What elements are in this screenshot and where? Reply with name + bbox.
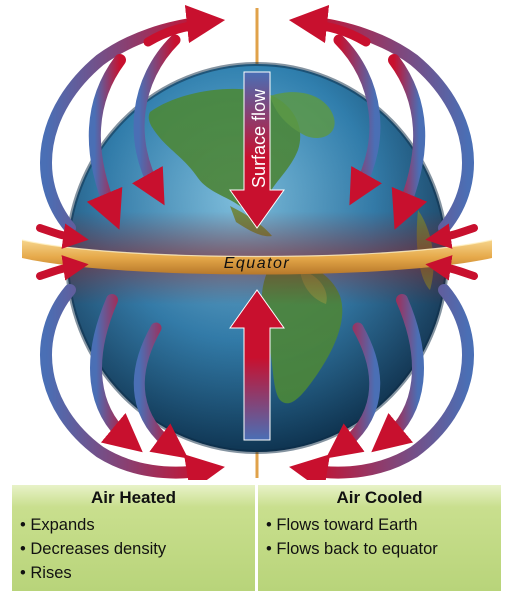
surface-flow-arrow-down bbox=[229, 71, 285, 229]
convection-cells-right bbox=[288, 4, 478, 480]
air-cooled-title: Air Cooled bbox=[336, 488, 423, 507]
rising-air-arrow-up bbox=[229, 289, 285, 441]
air-cooled-panel: Air Cooled Flows toward Earth Flows back… bbox=[258, 485, 501, 591]
surface-flow-label: Surface flow bbox=[249, 88, 269, 188]
convection-cells-left bbox=[36, 4, 226, 480]
air-heated-panel: Air Heated Expands Decreases density Ris… bbox=[12, 485, 255, 591]
list-item: Flows toward Earth bbox=[266, 513, 438, 537]
globe-figure: Equator Surface flow bbox=[21, 4, 493, 480]
air-heated-title: Air Heated bbox=[90, 488, 177, 507]
list-item: Flows back to equator bbox=[266, 537, 437, 561]
equator-label: Equator bbox=[224, 255, 291, 272]
list-item: Decreases density bbox=[20, 537, 166, 561]
list-item: Expands bbox=[20, 513, 166, 537]
air-heated-list: Expands Decreases density Rises bbox=[20, 513, 166, 585]
air-cooled-list: Flows toward Earth Flows back to equator bbox=[266, 513, 438, 561]
list-item: Rises bbox=[20, 561, 166, 585]
